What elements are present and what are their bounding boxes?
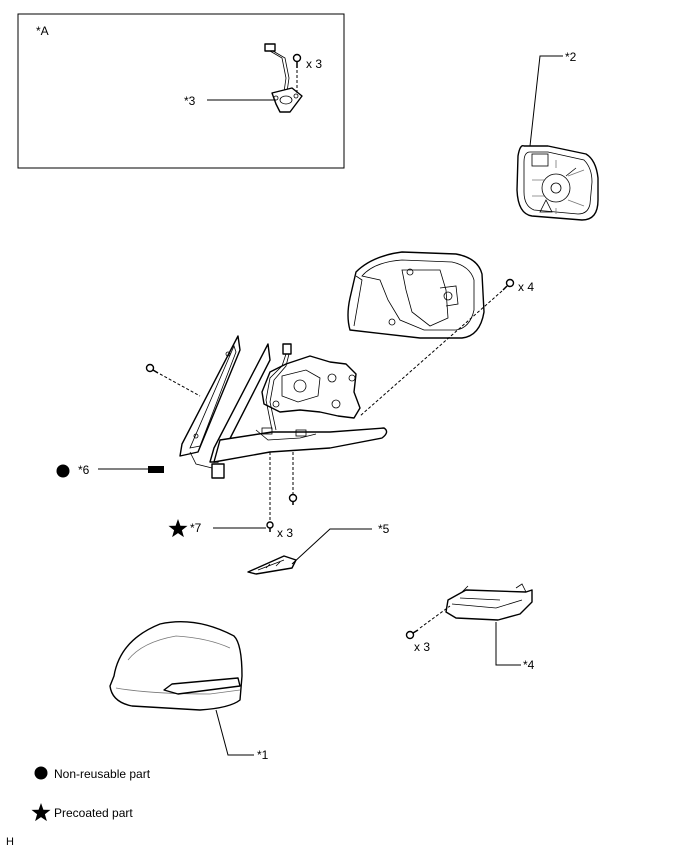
callout-6: *6: [78, 463, 90, 477]
lower-cover: [247, 555, 297, 575]
inset-screw-qty: x 3: [306, 57, 322, 71]
filled-star-icon: [31, 803, 51, 822]
callout-7: *7: [190, 521, 202, 535]
non-reusable-clip: [148, 466, 164, 473]
housing-screw-qty: x 4: [518, 280, 534, 294]
housing-screw: [502, 278, 515, 291]
precoated-screw: [266, 521, 274, 532]
callout-5: *5: [378, 522, 390, 536]
legend-non-reusable: Non-reusable part: [54, 767, 151, 781]
filled-circle-icon: [34, 766, 48, 780]
inset-screw: [292, 53, 302, 95]
inset-box: *A x 3 *3: [17, 13, 345, 169]
corner-mark: H: [6, 836, 14, 848]
mirror-base-assembly: [179, 335, 388, 479]
inset-label: *A: [36, 24, 49, 38]
turn-signal-lamp: [445, 583, 533, 621]
mirror-housing-frame: [347, 251, 485, 339]
legend: Non-reusable part Precoated part: [31, 766, 151, 822]
signal-screw: [405, 629, 419, 640]
callout-3: *3: [184, 94, 196, 108]
legend-precoated: Precoated part: [54, 806, 133, 820]
base-screw-left: [145, 363, 159, 374]
non-reusable-mark-6: [56, 464, 70, 478]
mirror-cover: [109, 621, 243, 711]
callout-2: *2: [565, 50, 577, 64]
precoated-screw-qty: x 3: [277, 526, 293, 540]
mirror-glass: [516, 145, 599, 221]
inset-motor-assembly: [264, 43, 303, 113]
signal-screw-qty: x 3: [414, 640, 430, 654]
callout-4: *4: [523, 658, 535, 672]
precoated-mark-7: [168, 519, 188, 538]
callout-1: *1: [257, 748, 269, 762]
base-screw-lower: [288, 493, 298, 505]
